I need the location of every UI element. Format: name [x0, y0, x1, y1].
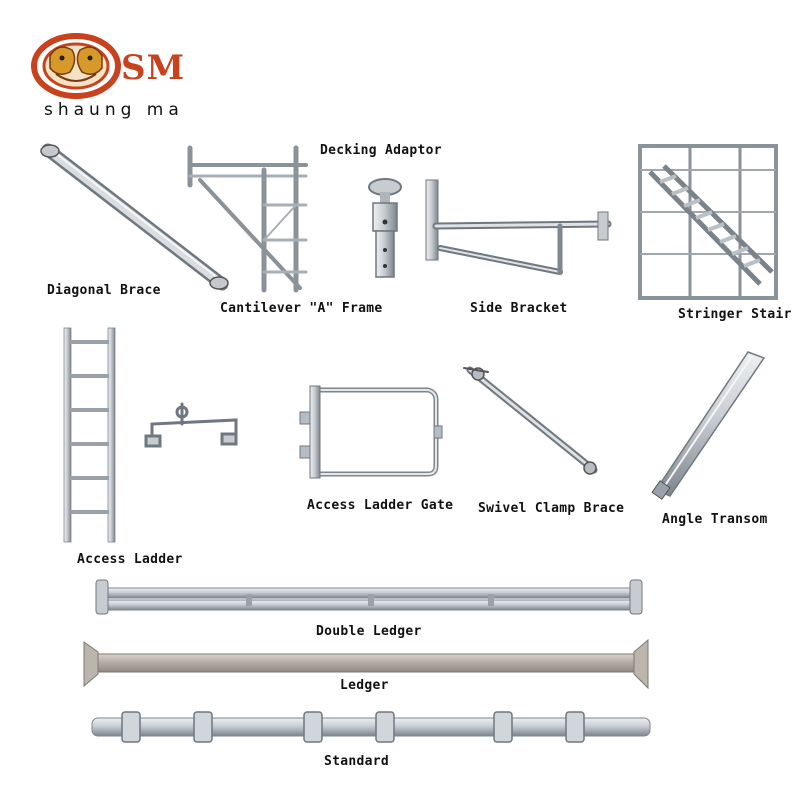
standard-image [91, 711, 651, 743]
brand-subtitle: shaung ma [44, 100, 184, 120]
ledger-image [83, 638, 649, 690]
caption-side-bracket: Side Bracket [470, 301, 568, 316]
decking-adaptor-image [368, 178, 402, 278]
caption-diagonal-brace: Diagonal Brace [47, 283, 161, 298]
access-ladder-gate-image [299, 385, 443, 479]
ladder-clamp-image [144, 402, 238, 448]
cantilever-frame-image [187, 145, 308, 293]
angle-transom-image [651, 351, 766, 500]
brand-logo-letters: SM [121, 48, 186, 88]
access-ladder-image [63, 327, 116, 543]
stringer-stair-image [638, 144, 778, 300]
caption-swivel-clamp-brace: Swivel Clamp Brace [478, 501, 625, 516]
diagonal-brace-image [40, 143, 229, 291]
caption-double-ledger: Double Ledger [316, 624, 422, 639]
caption-decking-adaptor: Decking Adaptor [320, 143, 442, 158]
caption-cantilever-frame: Cantilever "A" Frame [220, 301, 383, 316]
caption-access-ladder-gate: Access Ladder Gate [307, 498, 454, 513]
caption-ledger: Ledger [340, 678, 389, 693]
caption-stringer-stair: Stringer Stair [678, 307, 792, 322]
caption-access-ladder: Access Ladder [77, 552, 183, 567]
brand-logo-emblem [31, 33, 121, 99]
side-bracket-image [425, 179, 612, 275]
caption-standard: Standard [324, 754, 390, 769]
double-ledger-image [95, 579, 643, 615]
caption-angle-transom: Angle Transom [662, 512, 768, 527]
swivel-clamp-brace-image [463, 366, 598, 475]
